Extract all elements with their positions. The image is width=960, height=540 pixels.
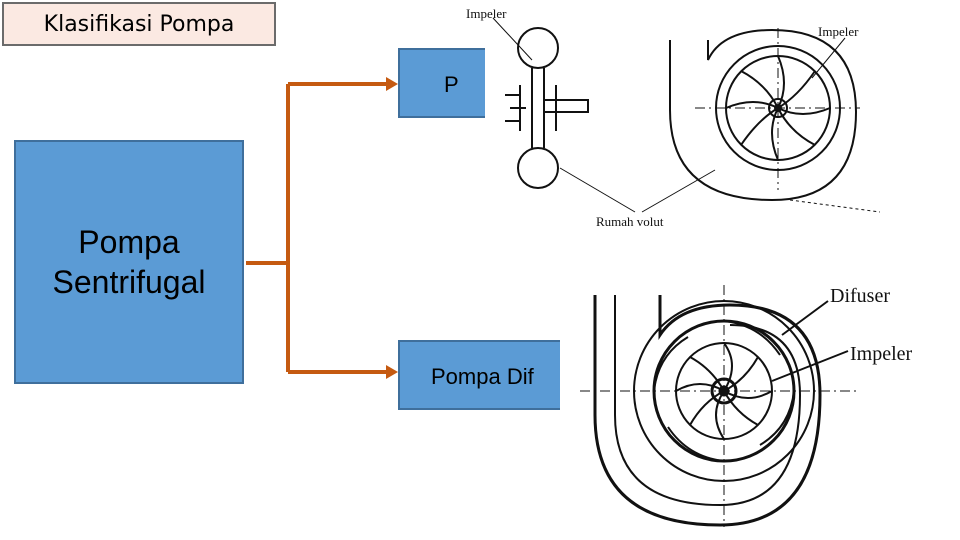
diffuser-label-impeler: Impeler — [850, 343, 913, 365]
arrowhead-bottom — [386, 365, 398, 379]
main-category-line1: Pompa — [78, 224, 180, 260]
volute-pump-drawing — [485, 17, 880, 220]
subcategory-box-diffuser: Pompa Dif — [398, 340, 568, 410]
slide-title-text: Klasifikasi Pompa — [43, 11, 235, 37]
arrowhead-top — [386, 77, 398, 91]
volute-label-impeler-left: Impeler — [466, 6, 507, 21]
subcategory-label-volute: P — [444, 72, 459, 97]
volute-label-rumah-volut: Rumah volut — [596, 214, 664, 229]
volute-pump-figure: Impeler Impeler Rumah volut — [460, 0, 880, 240]
main-category-line2: Sentrifugal — [52, 264, 206, 300]
diffuser-pump-drawing — [560, 265, 960, 540]
slide-title: Klasifikasi Pompa — [2, 2, 276, 46]
subcategory-label-diffuser: Pompa Dif — [431, 364, 534, 389]
volute-label-impeler-right: Impeler — [818, 24, 859, 39]
diffuser-label-difuser: Difuser — [830, 285, 890, 307]
main-category-box: Pompa Sentrifugal — [14, 140, 244, 384]
diffuser-pump-figure: Difuser Impeler — [560, 265, 960, 540]
